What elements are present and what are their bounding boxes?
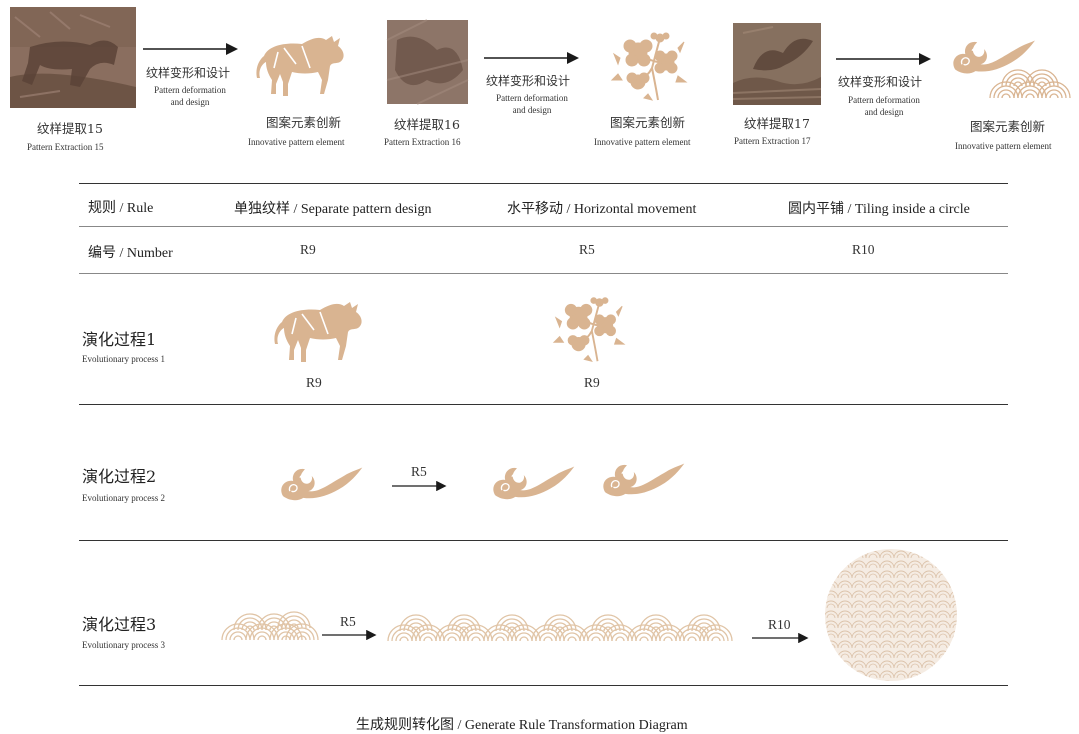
wave-motif-icon [220, 606, 318, 642]
rule-number-r10: R10 [852, 242, 875, 258]
flower-relief-photo [387, 20, 468, 104]
rule-name-r9: 单独纹样 / Separate pattern design [234, 198, 432, 218]
arrow-icon [836, 52, 936, 68]
innovative-1-label-zh: 图案元素创新 [266, 112, 341, 131]
stage-1-title-zh: 演化过程1 [82, 326, 156, 350]
innovative-1-label-en: Innovative pattern element [248, 137, 344, 147]
extraction-17-label-en: Pattern Extraction 17 [734, 136, 810, 146]
innovative-3-label-zh: 图案元素创新 [970, 116, 1045, 135]
arrow-icon [484, 51, 584, 67]
table-mid-rule [79, 226, 1008, 227]
arrow-icon [322, 630, 382, 642]
extraction-15-label-zh: 纹样提取15 [37, 118, 103, 137]
stage-2-title-en: Evolutionary process 2 [82, 493, 165, 503]
wave-band-motif [388, 605, 740, 643]
extraction-16-label-en: Pattern Extraction 16 [384, 137, 460, 147]
stage-1-title-en: Evolutionary process 1 [82, 354, 165, 364]
arrow-1-en-line2: and design [140, 96, 240, 108]
cloud-motif-icon [278, 456, 364, 506]
arrow-3-label-zh: 纹样变形和设计 [838, 73, 922, 90]
bottom-rule [79, 685, 1008, 686]
arrow-1-en-line1: Pattern deformation [140, 84, 240, 96]
number-header: 编号 / Number [88, 242, 173, 262]
flower-motif-icon [608, 28, 690, 104]
arrow-icon [392, 481, 452, 493]
stage-3-title-en: Evolutionary process 3 [82, 640, 165, 650]
rule-name-r10: 圆内平铺 / Tiling inside a circle [788, 198, 970, 218]
innovative-3-label-en: Innovative pattern element [955, 141, 1051, 151]
stage-divider [79, 404, 1008, 405]
cloud-wave-motif-icon [950, 32, 1072, 102]
arrow-2-label-en: Pattern deformation and design [482, 92, 582, 116]
cloud-motif-icon [490, 455, 576, 505]
arrow-1-label-en: Pattern deformation and design [140, 84, 240, 108]
flower-motif-icon [550, 293, 628, 365]
figure-caption: 生成规则转化图 / Generate Rule Transformation D… [356, 714, 688, 734]
arrow-icon [752, 633, 814, 645]
rule-number-r5: R5 [579, 242, 595, 258]
stage-3-rule-tag: R10 [768, 617, 791, 633]
stage-1-rule-tag: R9 [306, 375, 322, 391]
innovative-2-label-zh: 图案元素创新 [610, 112, 685, 131]
arrow-3-en-line2: and design [834, 106, 934, 118]
rule-header: 规则 / Rule [88, 197, 153, 217]
stage-3-title-zh: 演化过程3 [82, 611, 156, 635]
table-bottom-rule [79, 273, 1008, 274]
stage-divider [79, 540, 1008, 541]
stage-2-rule-tag: R5 [411, 464, 427, 480]
stage-1-rule-tag: R9 [584, 375, 600, 391]
circle-tiling-motif [824, 548, 958, 682]
table-top-rule [79, 183, 1008, 184]
arrow-3-label-en: Pattern deformation and design [834, 94, 934, 118]
stage-2-title-zh: 演化过程2 [82, 463, 156, 487]
extraction-15-label-en: Pattern Extraction 15 [27, 142, 103, 152]
extraction-16-label-zh: 纹样提取16 [394, 114, 460, 133]
arrow-icon [143, 42, 243, 58]
arrow-1-label-zh: 纹样变形和设计 [146, 64, 230, 81]
ox-motif-icon [268, 294, 372, 366]
ox-motif-icon [252, 28, 352, 100]
cloud-motif-icon [600, 452, 686, 502]
rule-number-r9: R9 [300, 242, 316, 258]
arrow-2-label-zh: 纹样变形和设计 [486, 72, 570, 89]
cloud-relief-photo [733, 23, 821, 105]
ox-relief-photo [10, 7, 136, 108]
arrow-2-en-line2: and design [482, 104, 582, 116]
rule-name-r5: 水平移动 / Horizontal movement [507, 198, 696, 218]
innovative-2-label-en: Innovative pattern element [594, 137, 690, 147]
arrow-3-en-line1: Pattern deformation [834, 94, 934, 106]
arrow-2-en-line1: Pattern deformation [482, 92, 582, 104]
stage-3-rule-tag: R5 [340, 614, 356, 630]
extraction-17-label-zh: 纹样提取17 [744, 113, 810, 132]
